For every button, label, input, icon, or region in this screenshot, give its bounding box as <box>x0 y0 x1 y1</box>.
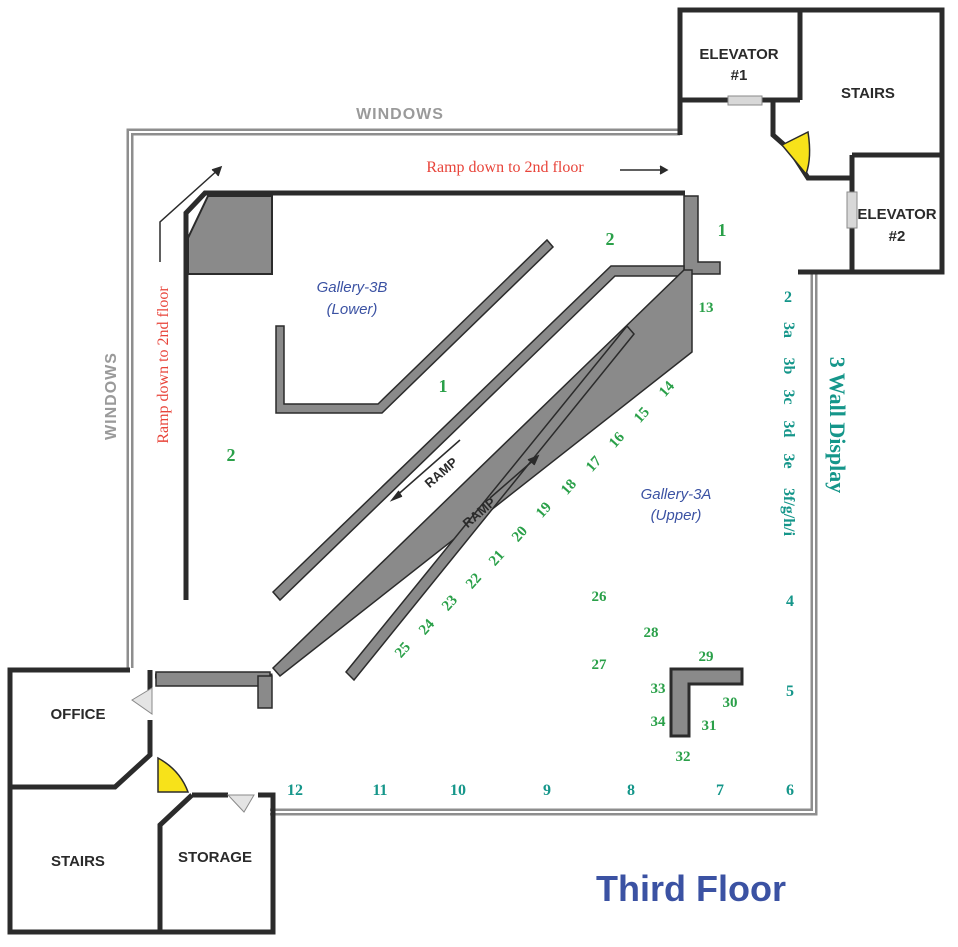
label-18: 18 <box>558 476 580 498</box>
gallery-3a-sublabel: (Upper) <box>651 507 702 524</box>
floor-title: Third Floor <box>596 868 786 909</box>
label-32: 32 <box>676 749 691 765</box>
elevator-1-label: ELEVATOR <box>699 46 778 63</box>
bottom-wall-numbers: 7 8 9 10 11 12 <box>287 782 724 799</box>
lower-left-wall <box>155 671 271 687</box>
label-27: 27 <box>592 657 608 673</box>
office-label: OFFICE <box>51 706 106 723</box>
stairs-bottom-label: STAIRS <box>51 853 105 870</box>
ramp-label-upper: RAMP <box>422 454 461 491</box>
door-swing-top <box>780 130 811 176</box>
elevator-2-number: #2 <box>889 228 906 245</box>
ramp-arrows <box>159 165 669 502</box>
label-w5: 5 <box>786 683 794 700</box>
wall-display-label: 3 Wall Display <box>825 357 850 494</box>
ramp-down-top-label: Ramp down to 2nd floor <box>426 159 584 176</box>
label-w4: 4 <box>786 593 794 610</box>
label-25: 25 <box>392 639 414 661</box>
label-w10: 10 <box>450 782 466 799</box>
label-21: 21 <box>486 547 508 569</box>
interior-numbers: 26 27 28 29 30 31 32 33 34 <box>592 589 738 765</box>
stairs-top-label: STAIRS <box>841 85 895 102</box>
elevator-2-door <box>846 191 858 229</box>
label-15: 15 <box>631 404 653 426</box>
label-w8: 8 <box>627 782 635 799</box>
label-26: 26 <box>592 589 608 605</box>
gallery-3a-label: Gallery-3A <box>641 486 712 503</box>
label-33: 33 <box>651 681 666 697</box>
ramp-down-left-label: Ramp down to 2nd floor <box>155 286 172 444</box>
storage-door-swing <box>226 794 255 813</box>
label-16: 16 <box>606 429 628 451</box>
window-walls <box>126 128 818 816</box>
display-l-wall <box>669 667 744 738</box>
label-w3b: 3b <box>780 358 797 375</box>
label-23: 23 <box>439 592 461 614</box>
right-wall-numbers: 2 3a 3b 3c 3d 3e 3f/g/h/i 4 5 6 <box>780 289 797 799</box>
label-w11: 11 <box>372 782 387 799</box>
label-24: 24 <box>416 616 438 638</box>
label-3b-2-top: 2 <box>606 229 615 249</box>
elevator-1-door <box>727 95 763 106</box>
label-w3fghi: 3f/g/h/i <box>780 488 797 537</box>
elevator-1-number: #1 <box>731 67 748 84</box>
label-w9: 9 <box>543 782 551 799</box>
elevator-2-label: ELEVATOR <box>857 206 936 223</box>
label-34: 34 <box>651 714 667 730</box>
door-swing-bottom <box>157 756 190 793</box>
label-3b-2: 2 <box>227 445 236 465</box>
corner-block <box>187 195 273 275</box>
office-door-swing <box>131 687 153 715</box>
label-19: 19 <box>533 499 555 521</box>
label-w7: 7 <box>716 782 724 799</box>
label-1-top: 1 <box>718 220 727 240</box>
wall-post-13 <box>683 195 721 275</box>
label-13: 13 <box>699 300 714 316</box>
windows-top-label: WINDOWS <box>356 106 444 123</box>
label-20: 20 <box>509 523 531 545</box>
label-w12: 12 <box>287 782 303 799</box>
label-w3d: 3d <box>780 421 797 438</box>
label-w6: 6 <box>786 782 794 799</box>
label-14: 14 <box>656 378 678 400</box>
lower-left-post <box>257 675 273 709</box>
label-w3a: 3a <box>780 322 797 338</box>
label-28: 28 <box>644 625 659 641</box>
label-22: 22 <box>463 570 485 592</box>
bottom-left-core <box>7 667 276 935</box>
label-w2: 2 <box>784 289 792 306</box>
label-30: 30 <box>723 695 738 711</box>
label-17: 17 <box>583 453 605 475</box>
gallery-3b-label: Gallery-3B <box>317 279 388 296</box>
label-w3c: 3c <box>780 389 797 404</box>
label-w3e: 3e <box>780 453 797 468</box>
label-3b-1: 1 <box>439 376 448 396</box>
windows-left-label: WINDOWS <box>103 352 120 440</box>
gallery-3b-sublabel: (Lower) <box>327 301 378 318</box>
label-31: 31 <box>702 718 717 734</box>
storage-label: STORAGE <box>178 849 252 866</box>
partition-walls <box>271 238 693 682</box>
label-29: 29 <box>699 649 714 665</box>
